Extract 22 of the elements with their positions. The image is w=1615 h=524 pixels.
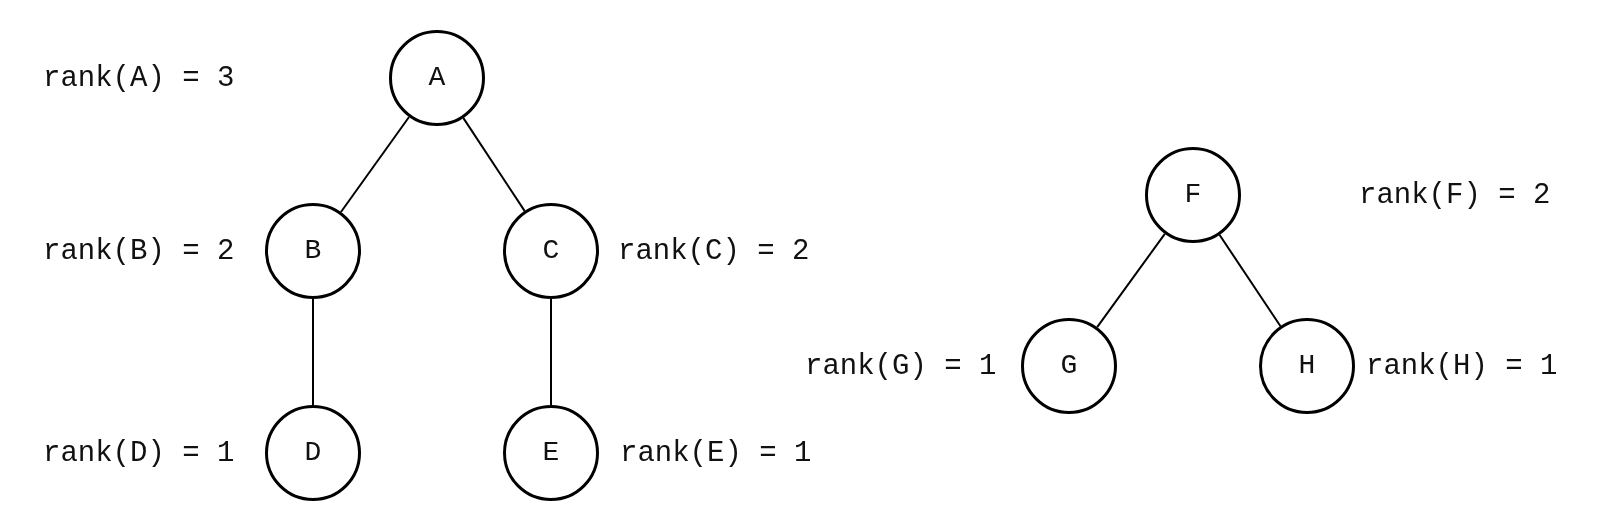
rank-label: rank(C) = 2 <box>618 236 810 266</box>
node-letter: B <box>304 237 322 265</box>
node-letter: E <box>542 439 560 467</box>
node-letter: A <box>428 64 446 92</box>
tree-edge <box>339 116 411 213</box>
node-letter: H <box>1298 352 1316 380</box>
rank-label: rank(H) = 1 <box>1366 351 1558 381</box>
rank-label: rank(D) = 1 <box>43 438 235 468</box>
rank-label: rank(B) = 2 <box>43 236 235 266</box>
rank-label: rank(F) = 2 <box>1359 180 1551 210</box>
tree-edge <box>462 117 526 212</box>
tree-edge <box>312 298 314 406</box>
tree-edge <box>1218 233 1282 328</box>
tree-edge <box>1096 232 1166 329</box>
rank-label: rank(E) = 1 <box>620 438 812 468</box>
node-letter: F <box>1184 181 1202 209</box>
tree-edge <box>550 298 552 406</box>
rank-label: rank(G) = 1 <box>805 351 997 381</box>
node-letter: C <box>542 237 560 265</box>
rank-label: rank(A) = 3 <box>43 63 235 93</box>
node-letter: D <box>304 439 322 467</box>
node-letter: G <box>1060 352 1078 380</box>
